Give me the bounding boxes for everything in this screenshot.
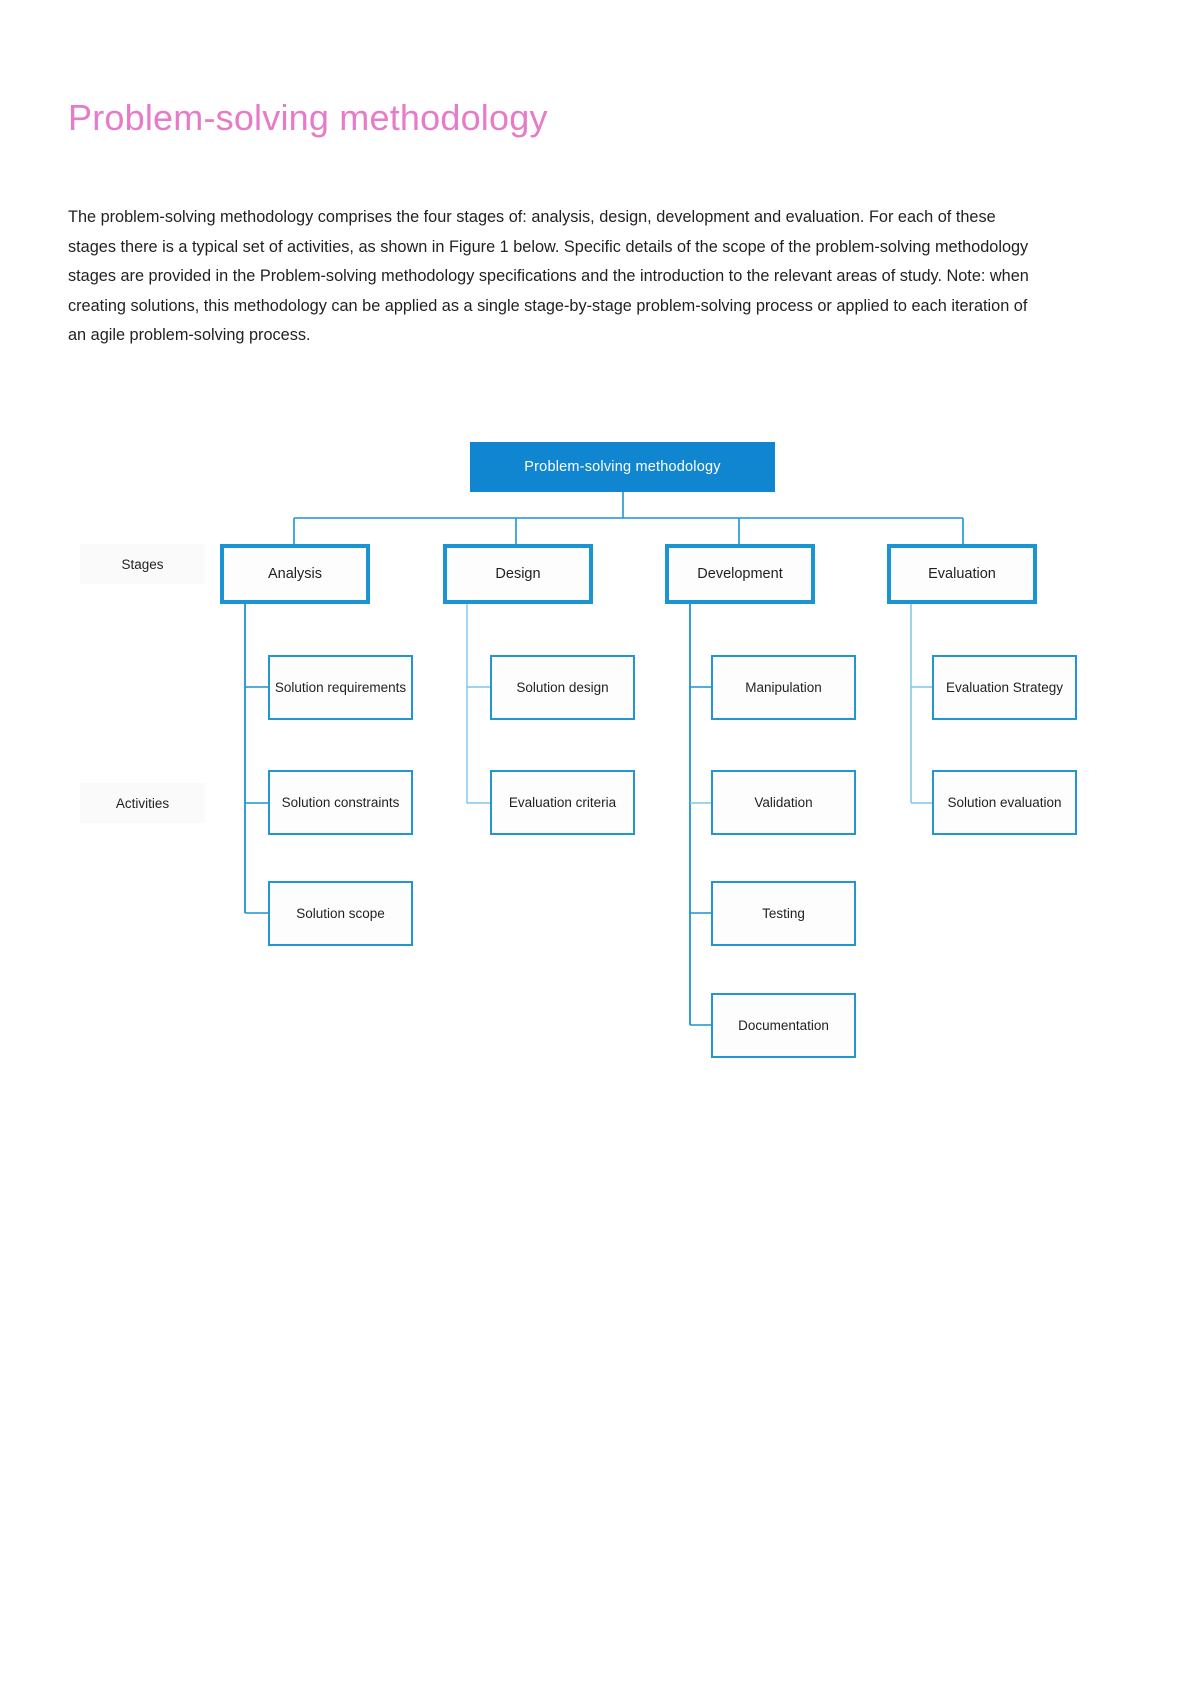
activity-box[interactable]: Validation: [711, 770, 856, 835]
stage-box-development[interactable]: Development: [665, 544, 815, 604]
activity-box[interactable]: Solution scope: [268, 881, 413, 946]
problem-solving-methodology-diagram: Problem-solving methodology Stages Activ…: [0, 420, 1200, 1100]
row-label-stages: Stages: [80, 544, 205, 584]
activity-label: Manipulation: [745, 680, 822, 695]
activity-label: Documentation: [738, 1018, 829, 1033]
diagram-connectors: [244, 490, 964, 1026]
row-label-activities: Activities: [80, 783, 205, 823]
activity-box[interactable]: Evaluation criteria: [490, 770, 635, 835]
activity-label: Solution scope: [296, 906, 385, 921]
activity-label: Testing: [762, 906, 805, 921]
activity-label: Solution evaluation: [947, 795, 1062, 810]
activity-label: Validation: [754, 795, 813, 810]
root-node[interactable]: Problem-solving methodology: [470, 442, 775, 492]
stage-label-evaluation: Evaluation: [928, 565, 996, 582]
row-label-stages-text: Stages: [121, 556, 164, 572]
activity-box[interactable]: Solution design: [490, 655, 635, 720]
stage-label-development: Development: [697, 565, 783, 582]
page-title: Problem-solving methodology: [68, 97, 548, 138]
stage-label-analysis: Analysis: [268, 565, 322, 582]
intro-paragraph: The problem-solving methodology comprise…: [68, 208, 1029, 344]
stage-box-analysis[interactable]: Analysis: [220, 544, 370, 604]
row-label-activities-text: Activities: [115, 795, 170, 811]
activity-box[interactable]: Solution constraints: [268, 770, 413, 835]
activity-box[interactable]: Solution evaluation: [932, 770, 1077, 835]
activity-box[interactable]: Testing: [711, 881, 856, 946]
activity-label: Evaluation criteria: [508, 795, 617, 810]
activity-label: Solution requirements: [274, 680, 407, 695]
activity-box[interactable]: Solution requirements: [268, 655, 413, 720]
stage-box-evaluation[interactable]: Evaluation: [887, 544, 1037, 604]
activity-box[interactable]: Documentation: [711, 993, 856, 1058]
activity-label: Solution constraints: [281, 795, 400, 810]
stage-box-design[interactable]: Design: [443, 544, 593, 604]
stage-label-design: Design: [495, 565, 541, 582]
activity-label: Evaluation Strategy: [945, 680, 1064, 695]
activity-box[interactable]: Evaluation Strategy: [932, 655, 1077, 720]
activity-box[interactable]: Manipulation: [711, 655, 856, 720]
activity-label: Solution design: [516, 680, 609, 695]
root-node-label: Problem-solving methodology: [524, 458, 721, 475]
